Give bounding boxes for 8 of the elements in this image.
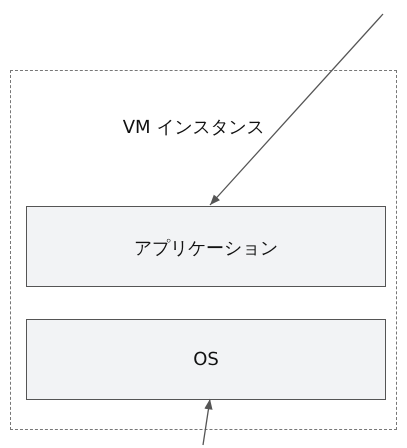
component-box	[26, 206, 386, 287]
arrow	[210, 14, 384, 206]
box-label: アプリケーション	[133, 236, 279, 260]
container-box	[10, 70, 397, 430]
arrow	[202, 398, 213, 446]
component-box	[26, 319, 386, 400]
box-label: OS	[192, 348, 220, 370]
container-title: VM インスタンス	[122, 116, 266, 139]
